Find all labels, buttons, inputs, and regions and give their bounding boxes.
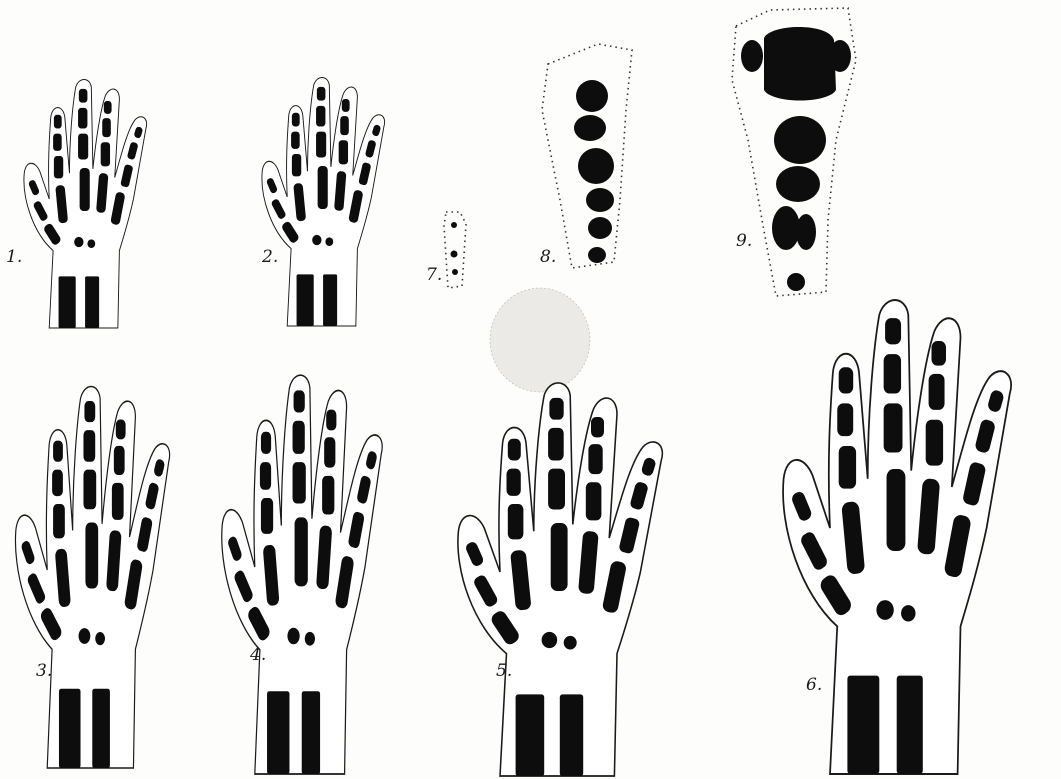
figure-4-hand — [222, 375, 382, 774]
figure-label-5: 5. — [496, 661, 512, 681]
figure-5-hand — [458, 383, 662, 776]
paper-stain — [490, 288, 590, 392]
figure-label-1: 1. — [6, 247, 22, 267]
figure-6-hand — [783, 300, 1011, 774]
figure-2-hand — [262, 77, 385, 326]
figure-label-8: 8. — [540, 247, 556, 267]
figure-label-2: 2. — [261, 247, 278, 267]
figure-label-3: 3. — [36, 661, 52, 681]
figure-9-specimen — [732, 8, 856, 296]
figure-8-specimen — [542, 44, 632, 268]
figure-3-hand — [15, 387, 169, 768]
figure-label-9: 9. — [736, 231, 752, 251]
figure-label-4: 4. — [249, 645, 266, 665]
figure-label-6: 6. — [806, 675, 822, 695]
figure-label-7: 7. — [426, 265, 442, 285]
figure-7-specimen — [444, 212, 466, 288]
figure-1-hand — [24, 79, 147, 328]
